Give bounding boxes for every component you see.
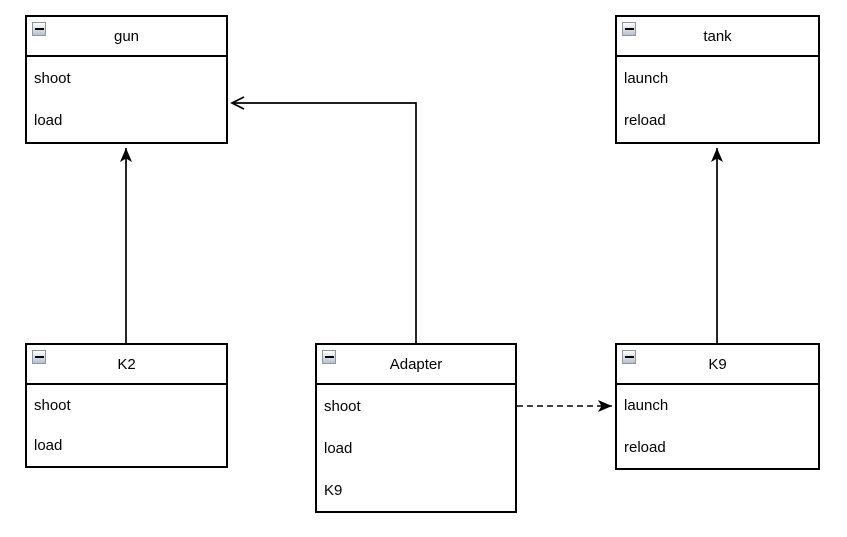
class-name: gun	[113, 27, 140, 45]
node-title-bar[interactable]: gun	[27, 17, 226, 57]
minus-glyph	[624, 356, 634, 358]
collapse-minus-icon[interactable]	[622, 22, 636, 36]
class-member[interactable]: launch	[624, 69, 669, 87]
node-body: shoot load	[27, 385, 226, 466]
class-member[interactable]: launch	[624, 397, 669, 415]
minus-glyph	[34, 356, 44, 358]
class-node-adapter[interactable]: Adapter shoot load K9	[315, 343, 517, 513]
class-member[interactable]: shoot	[34, 396, 71, 414]
class-name: tank	[703, 27, 732, 45]
collapse-minus-icon[interactable]	[32, 22, 46, 36]
collapse-minus-icon[interactable]	[622, 350, 636, 364]
class-node-k2[interactable]: K2 shoot load	[25, 343, 228, 468]
class-name: K2	[117, 355, 136, 373]
collapse-minus-icon[interactable]	[322, 350, 336, 364]
node-body: launch reload	[617, 57, 818, 142]
class-node-tank[interactable]: tank launch reload	[615, 15, 820, 144]
class-member[interactable]: load	[324, 439, 353, 457]
node-title-bar[interactable]: tank	[617, 17, 818, 57]
node-body: shoot load K9	[317, 385, 515, 511]
edge-adapter-to-gun[interactable]	[230, 96, 417, 343]
class-member[interactable]: shoot	[324, 397, 361, 415]
class-name: K9	[708, 355, 727, 373]
minus-glyph	[324, 356, 334, 358]
class-node-gun[interactable]: gun shoot load	[25, 15, 228, 144]
class-member[interactable]: K9	[324, 481, 343, 499]
minus-glyph	[34, 28, 44, 30]
node-body: launch reload	[617, 385, 818, 468]
minus-glyph	[624, 28, 634, 30]
class-name: Adapter	[389, 355, 443, 373]
class-member[interactable]: load	[34, 112, 63, 130]
collapse-minus-icon[interactable]	[32, 350, 46, 364]
class-node-k9[interactable]: K9 launch reload	[615, 343, 820, 470]
node-title-bar[interactable]: K9	[617, 345, 818, 385]
node-title-bar[interactable]: K2	[27, 345, 226, 385]
class-member[interactable]: reload	[624, 438, 666, 456]
class-member[interactable]: reload	[624, 112, 666, 130]
class-member[interactable]: load	[34, 437, 63, 455]
node-title-bar[interactable]: Adapter	[317, 345, 515, 385]
node-body: shoot load	[27, 57, 226, 142]
class-member[interactable]: shoot	[34, 69, 71, 87]
